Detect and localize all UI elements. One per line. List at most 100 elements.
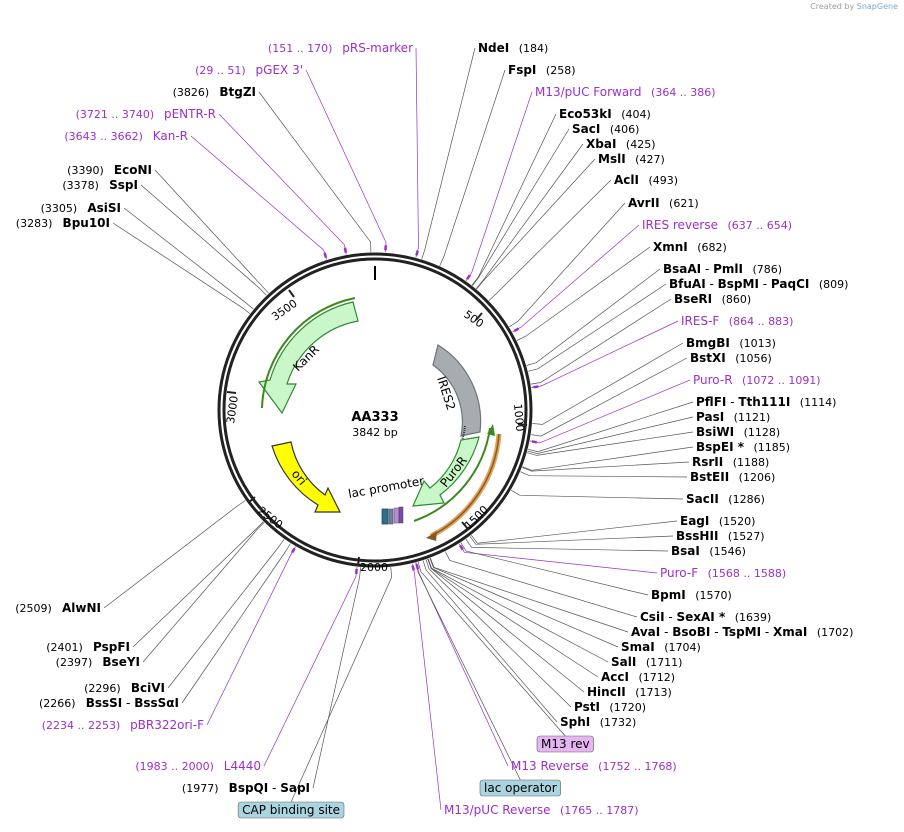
- avai-bsobi-tspmi-xmai-label[interactable]: AvaI - BsoBI - TspMI - XmaI (1702): [631, 625, 853, 639]
- pflfi-tth111i-label[interactable]: PflFI - Tth111I (1114): [696, 395, 836, 409]
- m13-rev-label-box[interactable]: [536, 735, 594, 753]
- bstxi-label[interactable]: BstXI (1056): [690, 351, 772, 365]
- pbr322ori-f-label[interactable]: (2234 .. 2253) pBR322ori-F: [42, 718, 204, 732]
- pspfi-label-leader-line: [132, 521, 264, 648]
- psti-label-leader-line: [425, 559, 572, 708]
- xbai-label[interactable]: XbaI (425): [586, 137, 655, 151]
- feature-puror[interactable]: PuroR: [412, 424, 502, 541]
- bsssi-bsss-i-label[interactable]: (2266) BssSI - BssSαI: [39, 696, 179, 710]
- fspi-label-leader-line: [439, 69, 506, 267]
- l4440-label[interactable]: (1983 .. 2000) L4440: [135, 759, 261, 773]
- psti-label[interactable]: PstI (1720): [574, 700, 646, 714]
- bspei-label[interactable]: BspEI * (1185): [696, 440, 790, 454]
- bsai-label[interactable]: BsaI (1546): [671, 544, 746, 558]
- m13-reverse-label[interactable]: M13 Reverse (1752 .. 1768): [511, 759, 677, 773]
- kan-r-label-leader-line: [190, 135, 328, 260]
- fspi-label[interactable]: FspI (258): [508, 63, 575, 77]
- bseyi-label-leader-line: [142, 522, 265, 663]
- lac-operator-label-text: lac operator: [484, 781, 557, 795]
- feature-ori[interactable]: ori: [271, 441, 341, 513]
- ires-f-label-site-mark: [533, 385, 539, 389]
- bsshii-label[interactable]: BssHII (1527): [676, 529, 764, 543]
- acci-label[interactable]: AccI (1712): [601, 670, 675, 684]
- l4440-label-site-mark: [354, 568, 358, 575]
- pasi-label[interactable]: PasI (1121): [696, 410, 770, 424]
- pentr-r-label[interactable]: (3721 .. 3740) pENTR-R: [76, 107, 216, 121]
- eco53ki-label-leader-line: [471, 113, 557, 286]
- bseyi-label[interactable]: (2397) BseYI: [56, 655, 140, 669]
- puro-f-label-site-mark: [459, 544, 464, 551]
- puro-f-label[interactable]: Puro-F (1568 .. 1588): [660, 566, 786, 580]
- econi-label[interactable]: (3390) EcoNI: [67, 163, 152, 177]
- m13-puc-reverse-label[interactable]: M13/pUC Reverse (1765 .. 1787): [444, 803, 639, 817]
- hincii-label[interactable]: HincII (1713): [587, 685, 672, 699]
- kan-r-label[interactable]: (3643 .. 3662) Kan-R: [64, 129, 188, 143]
- avrii-label[interactable]: AvrII (621): [628, 196, 699, 210]
- ndei-label[interactable]: NdeI (184): [478, 41, 548, 55]
- bpmi-label-leader-line: [460, 542, 649, 596]
- lac-promoter-label: lac promoter: [347, 474, 425, 501]
- bsai-label-leader-line: [465, 538, 669, 552]
- alwni-label[interactable]: (2509) AlwNI: [15, 601, 101, 615]
- smai-label-leader-line: [429, 558, 619, 648]
- pflfi-tth111i-label-leader-line: [527, 401, 694, 453]
- pspfi-label[interactable]: (2401) PspFI: [46, 640, 130, 654]
- sspi-label[interactable]: (3378) SspI: [62, 178, 138, 192]
- prs-marker-label-leader-line: [415, 47, 419, 258]
- ires-f-label[interactable]: IRES-F (864 .. 883): [681, 314, 793, 328]
- bsiwi-label[interactable]: BsiWI (1128): [696, 425, 780, 439]
- puro-r-label[interactable]: Puro-R (1072 .. 1091): [693, 373, 821, 387]
- m13-puc-forward-label[interactable]: M13/pUC Forward (364 .. 386): [535, 85, 716, 99]
- backbone-inner-circle: [222, 257, 528, 563]
- bseri-label[interactable]: BseRI (860): [674, 292, 751, 306]
- ires-reverse-label[interactable]: IRES reverse (637 .. 654): [642, 218, 792, 232]
- sacii-label[interactable]: SacII (1286): [686, 492, 765, 506]
- lac-operator-label-box[interactable]: [479, 779, 562, 797]
- puro-f-label-leader-line: [458, 543, 658, 574]
- tick-label-3500: 3500: [269, 297, 299, 324]
- bsteii-label[interactable]: BstEII (1206): [690, 470, 775, 484]
- bcivi-label[interactable]: (2296) BciVI: [84, 681, 165, 695]
- plasmid-size: 3842 bp: [352, 426, 397, 439]
- feature-lac-promoter[interactable]: lac promoter: [347, 474, 425, 525]
- bsaai-pmli-label[interactable]: BsaAI - PmlI (786): [663, 262, 782, 276]
- csii-sexai-label[interactable]: CsiI - SexAI * (1639): [640, 610, 771, 624]
- bpu10i-label[interactable]: (3283) Bpu10I: [16, 216, 110, 230]
- sphi-label[interactable]: SphI (1732): [560, 715, 636, 729]
- acli-label[interactable]: AclI (493): [614, 173, 678, 187]
- hincii-label-leader-line: [427, 558, 585, 693]
- eco53ki-label[interactable]: Eco53kI (404): [559, 107, 651, 121]
- bmgbi-label[interactable]: BmgBI (1013): [686, 336, 776, 350]
- right-label-column: NdeI (184) FspI (258) M13/pUC Forward (364…: [444, 41, 853, 817]
- pgex-3-label[interactable]: (29 .. 51) pGEX 3': [195, 63, 303, 77]
- prs-marker-label[interactable]: (151 .. 170) pRS-marker: [268, 41, 413, 55]
- asisi-label[interactable]: (3305) AsiSI: [41, 201, 121, 215]
- rsrii-label-leader-line: [522, 461, 690, 472]
- rsrii-label[interactable]: RsrII (1188): [692, 455, 769, 469]
- bstxi-label-leader-line: [531, 357, 688, 437]
- bcivi-label-leader-line: [167, 538, 285, 689]
- xmni-label-leader-line: [516, 246, 651, 341]
- bfuai-bspmi-paqci-label[interactable]: BfuAI - BspMI - PaqCI (809): [669, 277, 848, 291]
- puro-r-label-site-mark: [531, 440, 538, 444]
- bpu10i-label-leader-line: [112, 222, 251, 314]
- bspqi-sapi-label[interactable]: (1977) BspQI - SapI: [182, 781, 310, 795]
- saci-label[interactable]: SacI (406): [572, 122, 639, 136]
- sali-label[interactable]: SalI (1711): [611, 655, 682, 669]
- sphi-label-leader-line: [422, 560, 558, 723]
- ires-f-label-leader-line: [531, 320, 679, 388]
- msli-label[interactable]: MslI (427): [598, 152, 665, 166]
- xmni-label[interactable]: XmnI (682): [653, 240, 727, 254]
- cap-binding-site-label-box[interactable]: [237, 801, 345, 819]
- bpmi-label[interactable]: BpmI (1570): [651, 588, 732, 602]
- pbr322ori-f-label-site-mark: [290, 547, 296, 554]
- eagi-label[interactable]: EagI (1520): [680, 514, 755, 528]
- feature-ires2[interactable]: IRES2: [432, 344, 482, 441]
- btgzi-label[interactable]: (3826) BtgZI: [173, 85, 256, 99]
- smai-label[interactable]: SmaI (1704): [621, 640, 701, 654]
- m13-puc-forward-label-leader-line: [465, 91, 533, 282]
- bspei-label-leader-line: [522, 446, 694, 471]
- bseri-label-leader-line: [530, 298, 672, 385]
- saci-label-leader-line: [472, 128, 570, 286]
